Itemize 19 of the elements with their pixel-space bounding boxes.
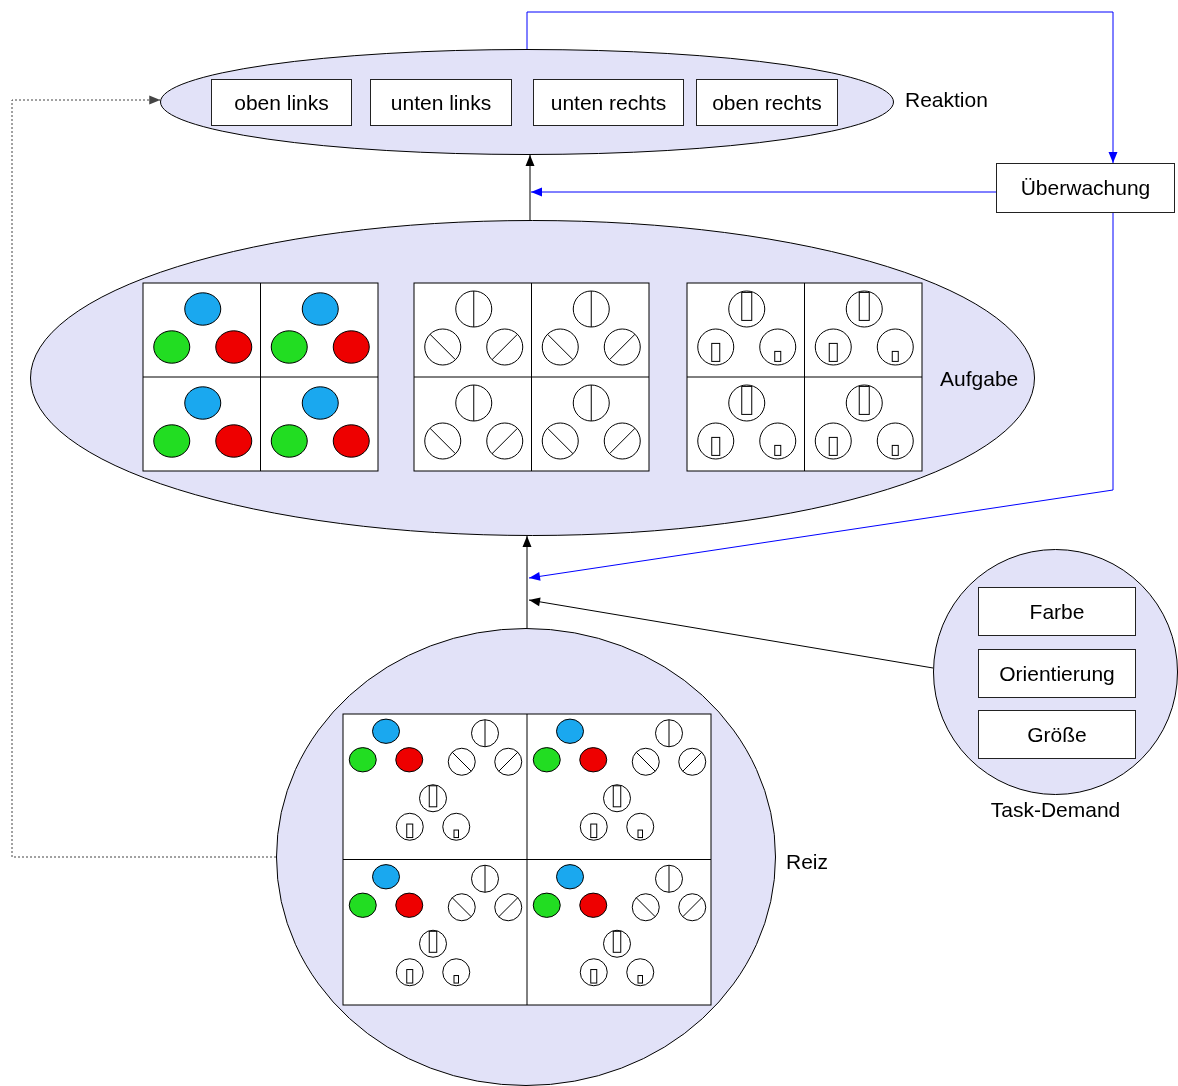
arrow — [525, 154, 535, 221]
dotted-arrow — [11, 95, 277, 858]
arrow — [528, 212, 1114, 581]
arrow — [530, 187, 997, 197]
response-box: unten links — [370, 79, 512, 126]
response-box: unten rechts — [533, 79, 684, 126]
arrow — [522, 535, 532, 629]
response-box: oben links — [211, 79, 352, 126]
feature-box: Farbe — [978, 587, 1136, 636]
feature-box: Orientierung — [978, 649, 1136, 698]
feature-box: Größe — [978, 710, 1136, 759]
node-label: Reiz — [786, 849, 828, 875]
arrow — [526, 11, 1118, 164]
response-box: oben rechts — [696, 79, 838, 126]
node-label: Reaktion — [905, 87, 988, 113]
monitor-box: Überwachung — [996, 163, 1175, 213]
arrow — [528, 597, 934, 669]
node-label: Aufgabe — [940, 366, 1019, 392]
node-label: Task-Demand — [989, 797, 1122, 823]
